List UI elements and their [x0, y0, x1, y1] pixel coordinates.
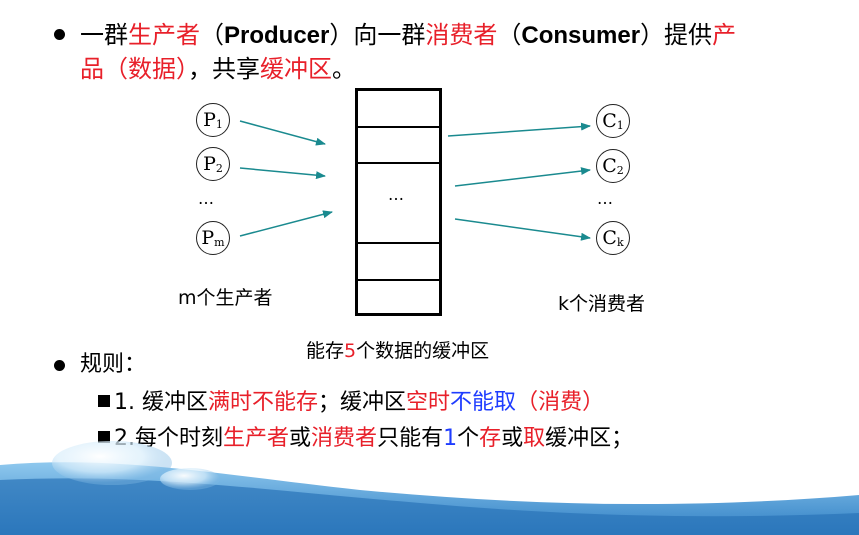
consumer-english: Consumer	[521, 22, 641, 49]
arrow-c1	[447, 122, 591, 137]
text: 缓冲区	[135, 390, 208, 415]
producer-ellipsis: …	[198, 189, 216, 208]
rule-empty: 空时	[406, 390, 451, 415]
text: 个数据的缓冲区	[356, 340, 490, 362]
count-one: 1	[443, 426, 458, 451]
node-subscript: 1	[616, 118, 624, 132]
arrow-p1	[239, 120, 326, 146]
consumer-term: 消费者	[311, 426, 378, 451]
square-bullet	[98, 395, 110, 407]
text: 缓冲区；	[545, 426, 634, 451]
text: 。	[332, 55, 356, 83]
rule-full-no-store: 满时不能存	[208, 390, 319, 415]
text: ）向一群	[329, 21, 426, 49]
text: （	[200, 21, 224, 49]
arrow-ck	[454, 218, 591, 241]
text: 一群	[80, 21, 128, 49]
producer-caption: m个生产者	[178, 287, 273, 309]
node-subscript: 2	[215, 161, 223, 175]
buffer-capacity: 5	[344, 340, 357, 362]
rule-no-take: 不能取	[450, 390, 517, 415]
buffer-caption: 能存5个数据的缓冲区	[306, 336, 489, 363]
bubble-shape	[52, 441, 172, 485]
rule-1: 1. 缓冲区满时不能存；缓冲区空时不能取（消费）	[98, 388, 604, 418]
producer-english: Producer	[224, 22, 330, 49]
bullet-dot	[54, 360, 65, 371]
node-subscript: k	[616, 235, 624, 249]
node-label: P	[203, 109, 216, 131]
arrow-c2	[454, 167, 591, 187]
buffer-cell-divider	[358, 126, 439, 128]
text: ）提供	[640, 21, 713, 49]
node-label: P	[203, 153, 216, 175]
node-label: P	[201, 227, 215, 249]
node-label: C	[602, 155, 617, 177]
consumer-ellipsis: …	[597, 189, 615, 208]
text: ；缓冲区	[318, 390, 407, 415]
intro-line-2: 品（数据），共享缓冲区。	[80, 53, 356, 85]
text: ，共享	[188, 55, 260, 83]
text: 个	[457, 426, 480, 451]
product-term-rest: 品（数据）	[80, 55, 188, 83]
producer-term: 生产者	[223, 426, 290, 451]
node-subscript: 2	[616, 163, 624, 177]
arrow-p2	[239, 167, 326, 180]
take-term: 取	[523, 426, 546, 451]
rules-heading: 规则：	[80, 352, 147, 377]
consumer-term: 消费者	[425, 21, 498, 49]
bubble-shape	[160, 468, 220, 490]
buffer-cell-divider	[358, 279, 439, 281]
store-term: 存	[479, 426, 502, 451]
text: （	[497, 21, 522, 49]
decorative-wave	[0, 441, 859, 535]
buffer-box: …	[355, 88, 442, 316]
rule-consume: （消费）	[516, 390, 605, 415]
buffer-ellipsis: …	[388, 185, 406, 204]
producer-term: 生产者	[128, 21, 200, 49]
text: 或	[289, 426, 312, 451]
node-subscript: m	[214, 235, 225, 249]
text: 能存	[306, 340, 345, 362]
node-subscript: 1	[215, 117, 223, 131]
square-bullet	[98, 431, 110, 443]
intro-line-1: 一群生产者（Producer）向一群消费者（Consumer）提供产	[80, 19, 736, 52]
node-label: C	[602, 227, 617, 249]
bullet-dot	[54, 29, 65, 40]
node-label: C	[602, 110, 617, 132]
consumer-caption: k个消费者	[558, 293, 646, 315]
product-term: 产	[712, 21, 737, 49]
text: 只能有	[377, 426, 444, 451]
buffer-cell-divider	[358, 162, 439, 164]
buffer-cell-divider	[358, 242, 439, 244]
arrow-pm	[239, 210, 333, 237]
rule-number: 1.	[114, 390, 135, 415]
buffer-term: 缓冲区	[260, 55, 332, 83]
text: 或	[501, 426, 524, 451]
